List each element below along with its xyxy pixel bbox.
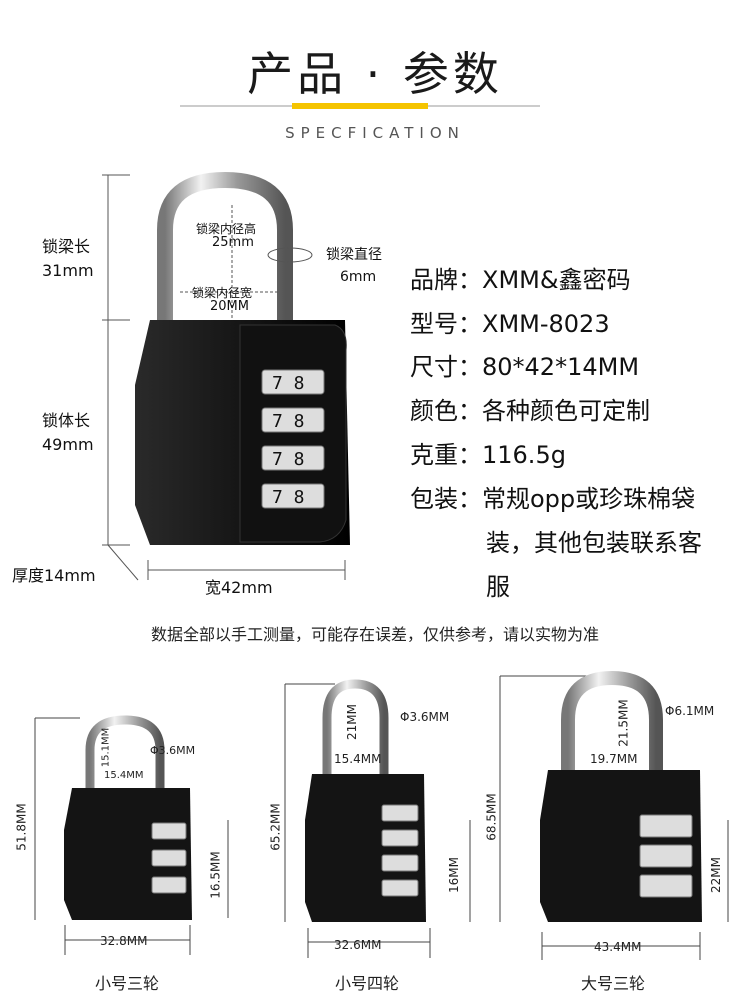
v3-height: 68.5MM	[484, 793, 499, 841]
v1-caption: 小号三轮	[94, 974, 159, 993]
v2-shackle: 21MM	[344, 704, 359, 740]
v1-height: 51.8MM	[14, 803, 29, 851]
inner-width-value: 20MM	[210, 299, 249, 314]
diameter-value: 6mm	[340, 269, 377, 285]
v2-width: 32.6MM	[334, 938, 382, 952]
measurement-note: 数据全部以手工测量，可能存在误差，仅供参考，请以实物为准	[150, 625, 599, 644]
dial-2-digits: 7 8	[272, 411, 305, 432]
dial-4-digits: 7 8	[272, 487, 305, 508]
v3-caption: 大号三轮	[580, 974, 645, 993]
v1-width: 32.8MM	[100, 934, 148, 948]
v1-inner: 15.4MM	[104, 770, 144, 781]
v3-dia: Φ6.1MM	[665, 704, 715, 718]
v2-caption: 小号四轮	[334, 974, 399, 993]
v3-inner: 19.7MM	[590, 752, 638, 766]
v1-shackle: 15.1MM	[100, 727, 112, 768]
v3-shackle: 21.5MM	[616, 699, 631, 747]
body-length-value: 49mm	[42, 435, 94, 454]
inner-height-value: 25mm	[212, 235, 254, 250]
v2-dia: Φ3.6MM	[400, 710, 450, 724]
v2-body: 16MM	[446, 857, 461, 893]
dial-3-digits: 7 8	[272, 449, 305, 470]
spec-row-model: 型号：XMM-8023	[410, 310, 610, 338]
spec-row-brand: 品牌：XMM&鑫密码	[410, 266, 631, 294]
dial-1-digits: 7 8	[272, 373, 305, 394]
title-underline	[180, 103, 540, 109]
inner-height-label: 锁梁内径高	[196, 222, 257, 236]
v3-body: 22MM	[708, 857, 723, 893]
width-label: 宽42mm	[205, 578, 273, 597]
v1-dia: Φ3.6MM	[150, 744, 196, 757]
v2-height: 65.2MM	[268, 803, 283, 851]
spec-row-size: 尺寸：80*42*14MM	[410, 353, 640, 381]
v2-inner: 15.4MM	[334, 752, 382, 766]
page-subtitle: SPECFICATION	[285, 124, 465, 142]
spec-row-packaging: 包装：常规opp或珍珠棉袋	[410, 485, 696, 513]
spec-packaging-cont-2: 服	[486, 573, 510, 601]
spec-row-color: 颜色：各种颜色可定制	[410, 397, 650, 425]
shackle-length-label: 锁梁长	[42, 237, 91, 256]
inner-width-label: 锁梁内径宽	[192, 286, 253, 300]
variant-locks-illustration	[34, 670, 729, 960]
diameter-label: 锁梁直径	[326, 247, 382, 263]
spec-packaging-cont-1: 装，其他包装联系客	[486, 529, 702, 557]
spec-row-weight: 克重：116.5g	[410, 441, 566, 469]
shackle-length-value: 31mm	[42, 261, 94, 280]
page-title: 产品 · 参数	[247, 47, 503, 101]
main-lock-illustration: 7 8 7 8 7 8 7 8	[102, 171, 350, 581]
v3-width: 43.4MM	[594, 940, 642, 954]
v1-body: 16.5MM	[208, 851, 223, 899]
thickness-label: 厚度14mm	[12, 566, 96, 585]
body-length-label: 锁体长	[42, 411, 91, 430]
